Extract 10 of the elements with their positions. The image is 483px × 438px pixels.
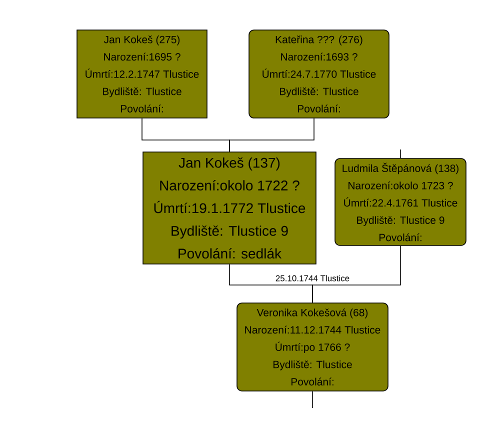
connector-line xyxy=(400,149,401,158)
person-box: Kateřina ??? (276) Narození:1693 ? Úmrtí:24.7.1770 Tlustice Bydliště: Tlustice Povolání: xyxy=(248,30,390,118)
edge-label: 25.10.1744 Tlustice xyxy=(274,274,350,282)
connector-line xyxy=(312,245,401,303)
connector-line xyxy=(229,118,314,152)
person-box: Jan Kokeš (275) Narození:1695 ? Úmrtí:12.2.1747 Tlustice Bydliště: Tlustice Povolání: xyxy=(76,30,208,118)
person-box: Veronika Kokešová (68) Narození:11.12.1744 Tlustice Úmrtí:po 1766 ? Bydliště: Tlustice Povolání: xyxy=(236,302,388,392)
person-box: Jan Kokeš (137) Narození:okolo 1722 ? Úmrtí:19.1.1772 Tlustice Bydliště: Tlustice 9 Povolání: sedlák xyxy=(142,152,316,264)
connector-line xyxy=(312,391,313,408)
person-box: Ludmila Štěpánová (138) Narození:okolo 1723 ? Úmrtí:22.4.1761 Tlustice Bydliště: Tlustice 9 Povolání: xyxy=(334,158,466,246)
